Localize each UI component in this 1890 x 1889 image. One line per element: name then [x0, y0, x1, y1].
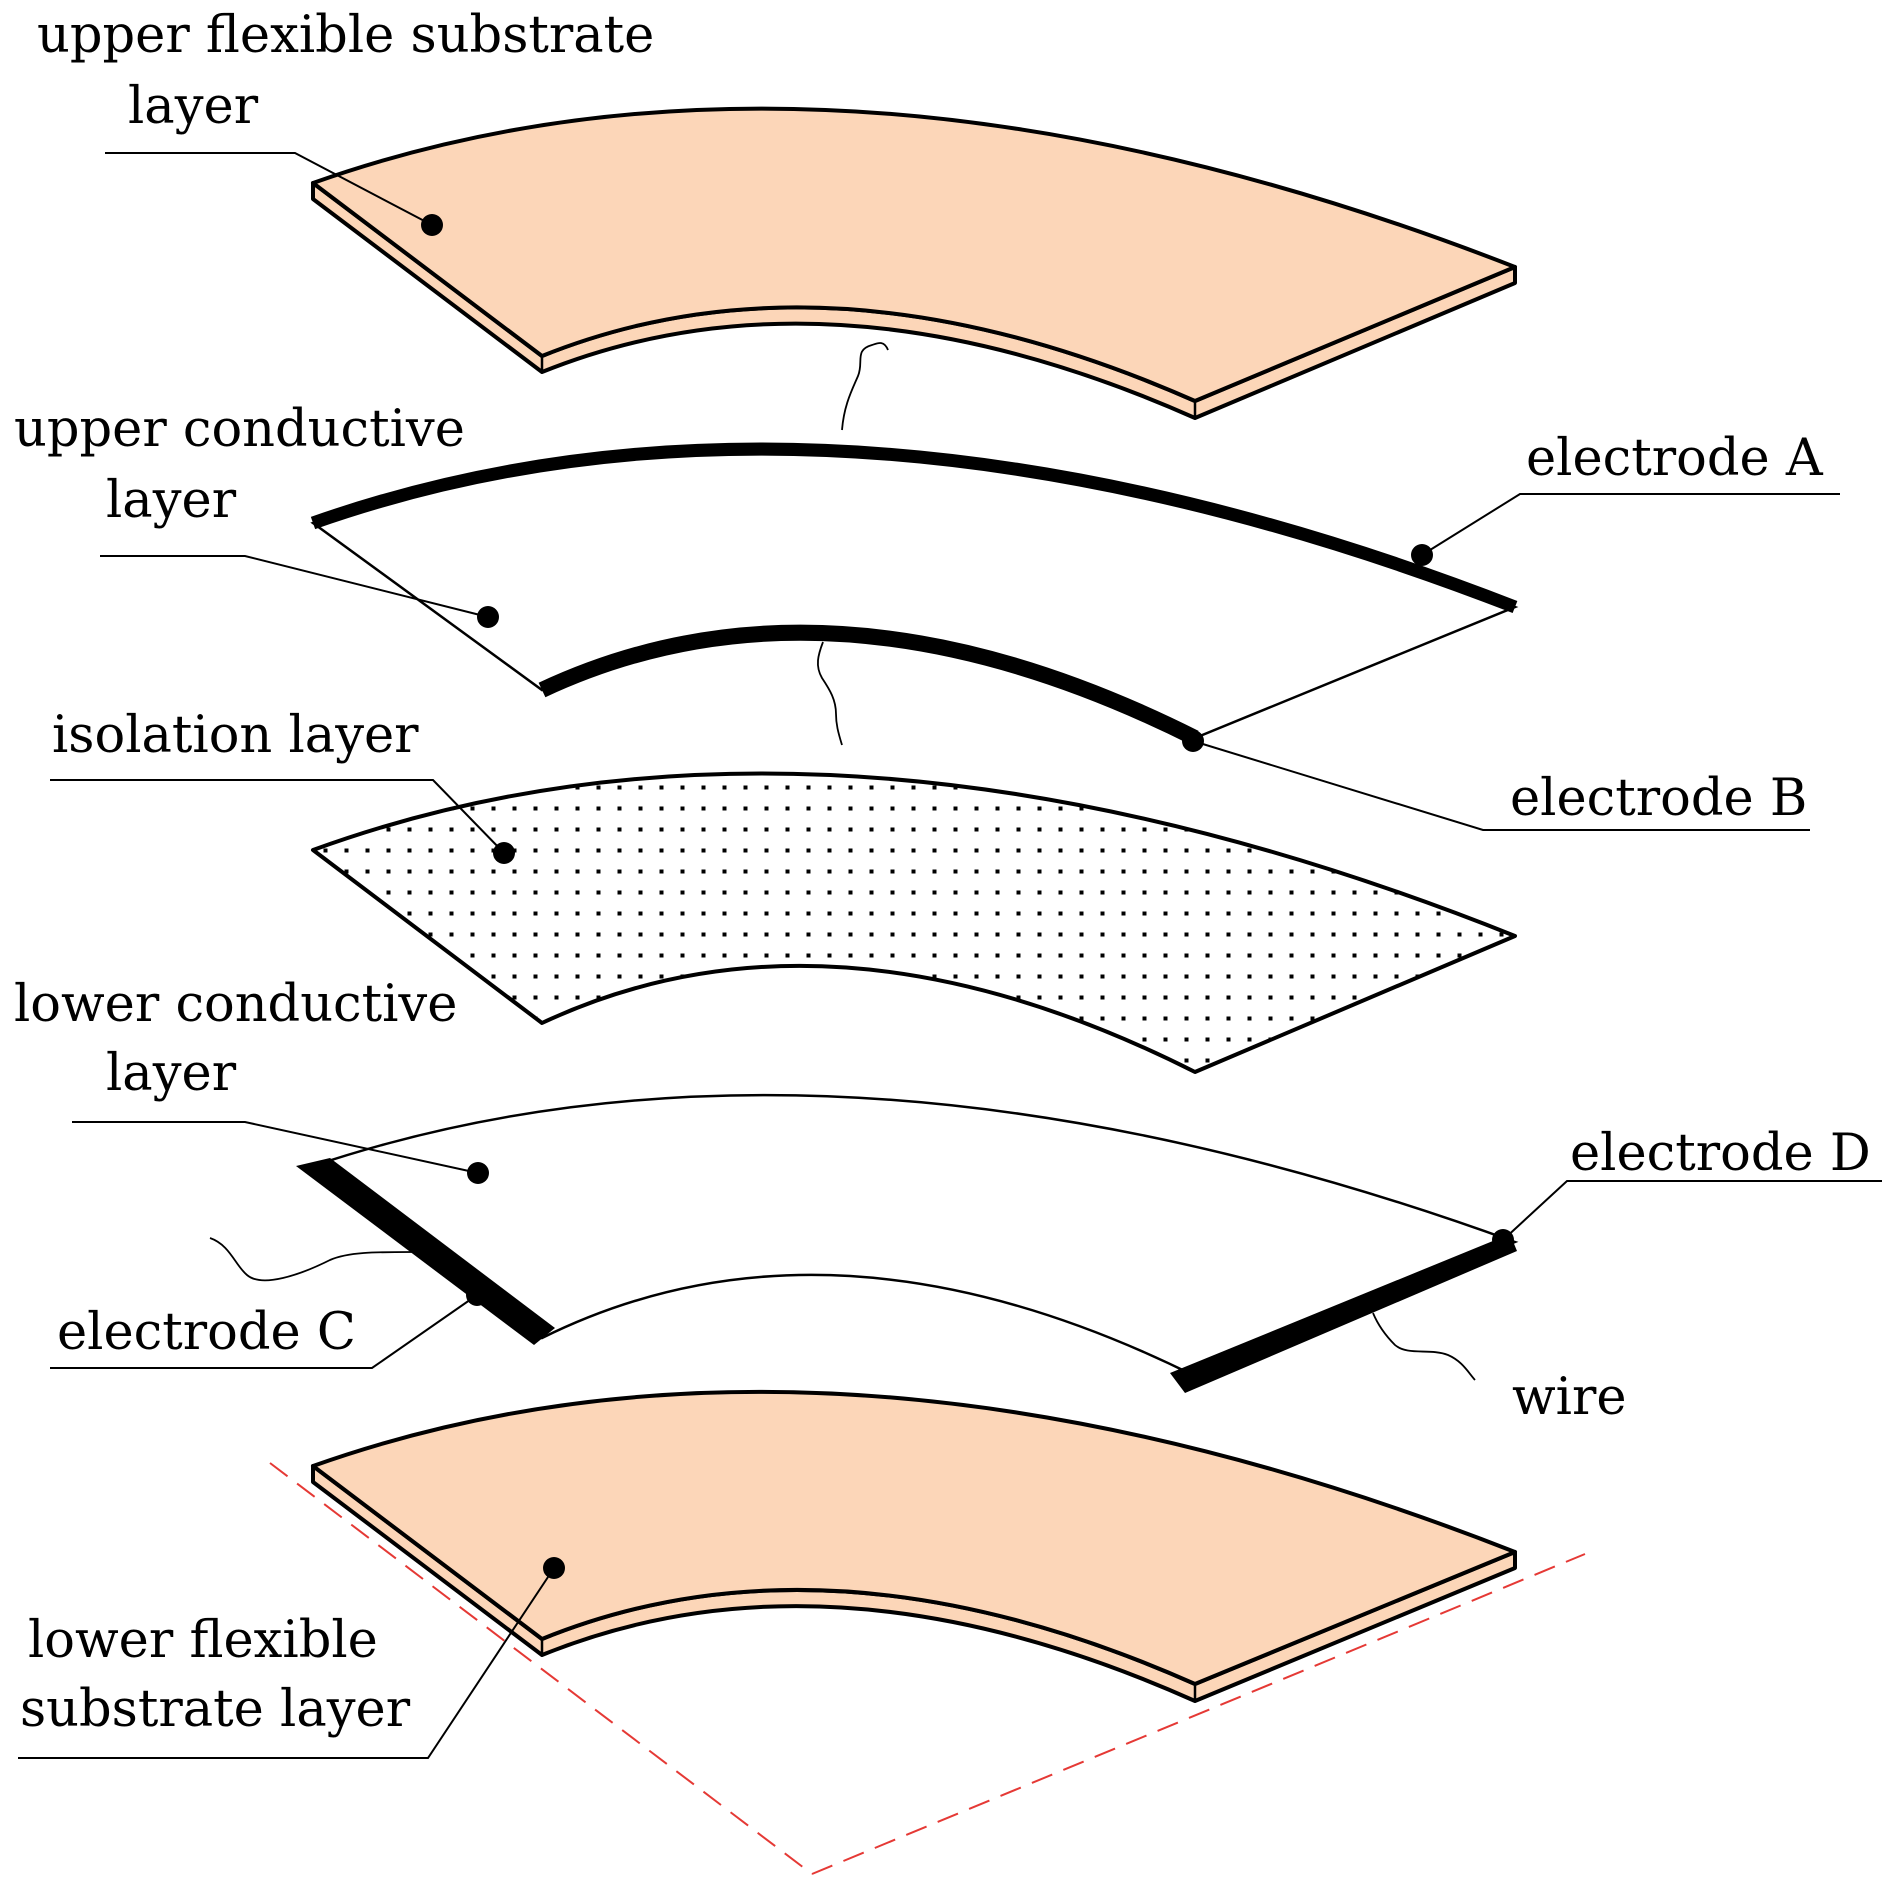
upper-substrate-top: [311, 106, 1517, 403]
electrode-d-strip: [1170, 1234, 1517, 1393]
lower-substrate-layer: [311, 1389, 1517, 1703]
label-wire: wire: [1512, 1368, 1627, 1427]
marker-lower-substrate: [543, 1557, 565, 1579]
leaders: [18, 152, 1882, 1759]
leader-lower-substrate: [18, 1567, 555, 1759]
label-upper-substrate-line1: upper flexible substrate: [37, 6, 654, 65]
label-electrode-b: electrode B: [1510, 769, 1807, 828]
marker-electrode-d: [1492, 1229, 1514, 1251]
electrode-c-strip: [296, 1158, 555, 1345]
marker-electrode-a: [1411, 544, 1433, 566]
upper-conductive-layer: [310, 342, 1519, 746]
lower-conductive-sheet: [310, 1093, 1519, 1378]
leader-electrode-b: [1192, 740, 1810, 831]
marker-electrode-b: [1182, 730, 1204, 752]
marker-electrode-c: [466, 1284, 488, 1306]
label-lower-substrate-line1: lower flexible: [28, 1611, 378, 1670]
wire-upper-top: [841, 342, 889, 431]
label-lower-conductive-line2: layer: [106, 1044, 237, 1103]
label-upper-conductive-line1: upper conductive: [14, 400, 465, 459]
electrode-a-strip: [310, 442, 1518, 614]
guide-line-left: [269, 1462, 813, 1875]
label-electrode-c: electrode C: [57, 1303, 356, 1362]
electrode-b-strip: [538, 624, 1199, 746]
label-electrode-d: electrode D: [1570, 1124, 1871, 1183]
leader-electrode-c: [50, 1294, 478, 1369]
lower-conductive-layer: [209, 1093, 1519, 1393]
marker-upper-substrate: [421, 214, 443, 236]
marker-upper-conductive: [477, 606, 499, 628]
marker-isolation: [493, 842, 515, 864]
leader-isolation: [50, 779, 505, 854]
labels: upper flexible substrate layer upper con…: [14, 6, 1871, 1739]
upper-conductive-sheet: [310, 447, 1519, 740]
marker-lower-conductive: [467, 1162, 489, 1184]
isolation-layer: [311, 771, 1517, 1074]
label-upper-conductive-line2: layer: [106, 471, 237, 530]
leader-upper-substrate: [105, 152, 433, 226]
guide-line-right: [811, 1553, 1586, 1875]
wire-lower-right: [1372, 1312, 1476, 1381]
label-lower-conductive-line1: lower conductive: [14, 975, 457, 1034]
wire-lower-left: [209, 1237, 413, 1282]
leader-electrode-a: [1421, 493, 1840, 556]
label-isolation: isolation layer: [52, 706, 419, 765]
isolation-sheet: [311, 771, 1517, 1074]
leader-electrode-d: [1502, 1180, 1882, 1241]
label-upper-substrate-line2: layer: [128, 77, 259, 136]
upper-substrate-layer: [311, 106, 1517, 420]
label-lower-substrate-line2: substrate layer: [20, 1680, 411, 1739]
guide-lines: [269, 1462, 1586, 1875]
leader-upper-conductive: [100, 555, 489, 618]
label-electrode-a: electrode A: [1526, 429, 1824, 488]
wire-upper-bottom: [817, 641, 843, 746]
leader-lower-conductive: [72, 1121, 479, 1174]
lower-substrate-top: [311, 1389, 1517, 1686]
